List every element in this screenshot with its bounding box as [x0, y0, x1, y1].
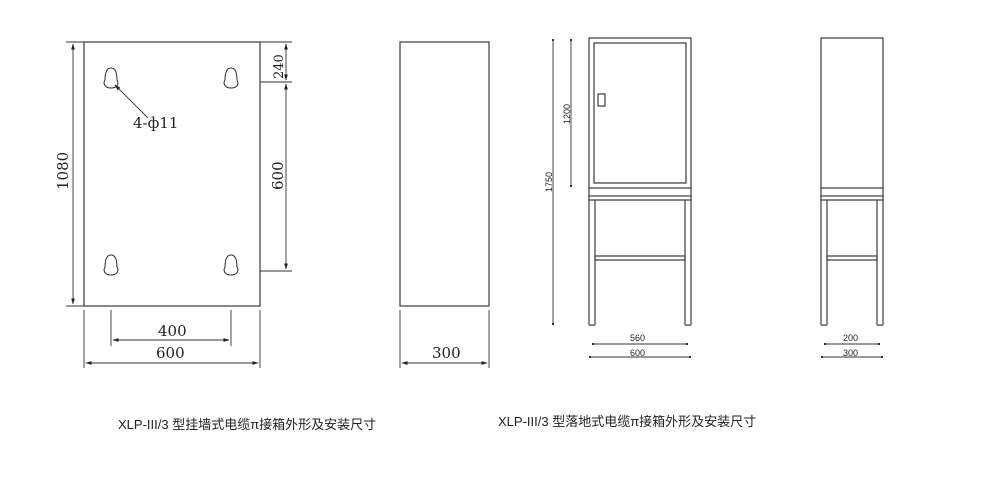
- mounting-hole-bottom-left: [103, 254, 119, 276]
- floor-height-dimensions: 1750 1200: [544, 38, 573, 326]
- floor-side-depth-label: 300: [843, 348, 858, 358]
- cabinet-door: [593, 42, 687, 184]
- total-height-label: 1750: [544, 172, 554, 192]
- floor-box-front-view: 1750 1200 560 600: [544, 37, 692, 359]
- base-top-rail: [588, 195, 692, 201]
- inner-width-label: 560: [630, 333, 645, 343]
- wall-box-front-view: 4-ф11 1080 240 600 400 600: [54, 41, 292, 368]
- wall-box-caption: XLP-III/3 型挂墙式电缆π接箱外形及安装尺寸: [118, 417, 376, 432]
- depth-label: 300: [432, 344, 461, 362]
- floor-side-depth-dimensions: 200 300: [820, 333, 884, 359]
- floor-side-cabinet-outline: [820, 37, 884, 189]
- floor-box-side-view: 200 300: [820, 37, 884, 359]
- floor-cabinet-outline: [588, 37, 692, 189]
- floor-width-dimensions: 560 600: [588, 333, 692, 359]
- horizontal-dimensions: 400 600: [83, 310, 261, 368]
- width-label: 600: [156, 344, 185, 362]
- height-dimension: 1080: [54, 41, 84, 307]
- wall-box-side-view: 300: [399, 41, 490, 368]
- wall-box-outline: [83, 41, 261, 307]
- hole-spacing-horizontal-label: 400: [158, 322, 187, 340]
- floor-width-label: 600: [630, 348, 645, 358]
- side-view-outline: [399, 41, 490, 307]
- floor-box-caption: XLP-III/3 型落地式电缆π接箱外形及安装尺寸: [498, 414, 756, 429]
- mounting-hole-top-right: [223, 67, 239, 89]
- mounting-hole-top-left: [103, 67, 119, 89]
- cabinet-height-label: 1200: [562, 104, 572, 124]
- side-base-cross-rail: [826, 255, 878, 261]
- hole-spec-label: 4-ф11: [133, 114, 178, 132]
- vertical-hole-dimensions: 240 600: [260, 41, 292, 272]
- hole-spacing-vertical-label: 600: [269, 161, 287, 190]
- hole-leader-line: [114, 84, 149, 119]
- inner-depth-label: 200: [843, 333, 858, 343]
- door-handle: [597, 93, 606, 107]
- base-cross-rail: [594, 255, 686, 261]
- top-offset-label: 240: [272, 54, 287, 79]
- height-label: 1080: [54, 152, 72, 190]
- mounting-hole-bottom-right: [223, 254, 239, 276]
- side-base-top-rail: [820, 195, 884, 201]
